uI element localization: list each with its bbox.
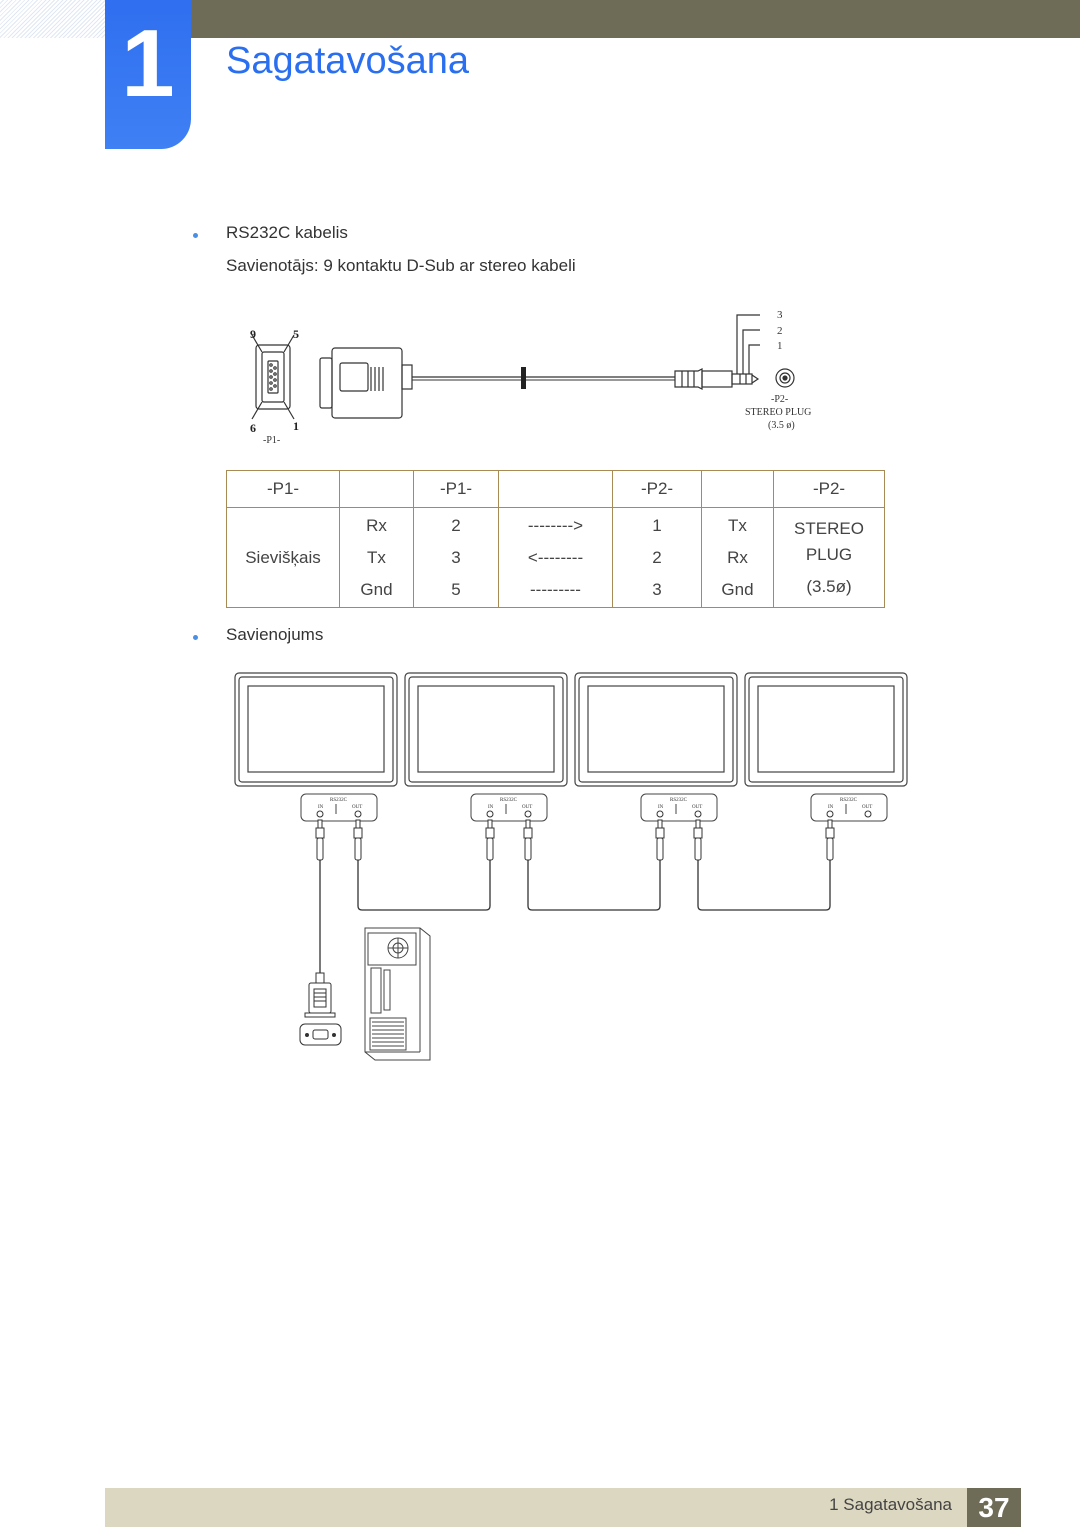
header-cell [701,470,774,508]
header-cell: -P1- [413,470,499,508]
table-cell: Tx [367,547,386,567]
table-cell: Tx [728,515,747,535]
header-hatch-pattern [0,0,105,38]
dsub-female-connector-icon [251,334,295,420]
plug-pin-1: 1 [777,340,783,352]
p2-signals: Tx Rx Gnd [701,507,774,608]
table-cell: <-------- [527,547,584,567]
stereo-plug-cell: STEREO PLUG (3.5ø) [773,507,885,608]
table-cell: PLUG [805,544,853,564]
section-rs232c-title: RS232C kabelis [226,223,348,242]
port-out-label: OUT [352,805,362,810]
port-in-label: IN [828,805,834,810]
dsub-connector-icon [304,972,336,1018]
port-title: RS232C [840,798,858,803]
dsub-pin-1: 1 [293,419,299,433]
port-in-label: IN [318,805,324,810]
p1-label: -P1- [263,435,280,446]
rs232c-port-panel: RS232C IN OUT [810,793,888,822]
dsub-plug-icon [319,347,413,419]
table-cell: (3.5ø) [806,576,852,596]
table-cell: Gnd [360,579,393,599]
connector-gender: Sievišķais [226,507,340,608]
connector-description: Savienotājs: 9 kontaktu D-Sub ar stereo … [226,256,576,275]
header-cell [498,470,613,508]
stereo-plug-size: (3.5 ø) [768,420,795,431]
dsub-pin-9: 9 [250,327,256,341]
dsub-pin-6: 6 [250,421,256,435]
table-cell: 2 [652,547,662,567]
port-title: RS232C [670,798,688,803]
connection-cables [319,860,831,975]
rs232c-port-panel: RS232C IN OUT [640,793,718,822]
table-header-row: -P1- -P1- -P2- -P2- [226,470,885,508]
header-cell [339,470,414,508]
monitor-icon [234,672,398,787]
table-cell: 1 [652,515,662,535]
daisy-chain-connection-diagram: RS232C IN OUT RS232C IN OUT RS232C IN OU… [234,672,908,1061]
table-cell: --------- [530,579,581,599]
table-cell: STEREO [794,518,864,538]
chapter-number: 1 [121,10,175,117]
monitor-icon [404,672,568,787]
port-out-label: OUT [522,805,532,810]
table-cell: 2 [451,515,461,535]
header-cell: -P2- [612,470,702,508]
chapter-title: Sagatavošana [226,40,469,82]
footer-bar [105,1488,967,1527]
chapter-number-box: 1 [105,0,191,149]
header-bar [190,0,1080,38]
port-title: RS232C [330,798,348,803]
rs232c-cable-diagram: 9 5 6 1 -P1- 3 2 1 -P2- STEREO PLUG (3.5… [250,309,811,446]
p2-pins: 1 2 3 [612,507,702,608]
footer-chapter-label: 1 Sagatavošana [829,1495,952,1514]
plug-pin-2: 2 [777,325,783,337]
p1-pins: 2 3 5 [413,507,499,608]
rs232c-port-panel: RS232C IN OUT [300,793,378,822]
p1-signals: Rx Tx Gnd [339,507,414,608]
dsub-pin-5: 5 [293,327,299,341]
signal-direction: --------> <-------- --------- [498,507,613,608]
bullet-icon [193,635,198,640]
header-cell: -P1- [226,470,340,508]
rs232c-port-panel: RS232C IN OUT [470,793,548,822]
plug-pin-3: 3 [777,309,783,321]
header-cell: -P2- [773,470,885,508]
table-cell: Rx [366,515,387,535]
section-connection-title: Savienojums [226,625,324,644]
stereo-plug-label: STEREO PLUG [745,407,811,418]
pc-serial-port-icon [299,1023,342,1046]
pin-mapping-table: -P1- -P1- -P2- -P2- Sievišķais Rx Tx Gnd… [226,470,885,608]
port-in-label: IN [488,805,494,810]
monitor-icon [574,672,738,787]
table-cell: 5 [451,579,461,599]
page-number: 37 [967,1488,1021,1527]
table-cell: 3 [652,579,662,599]
table-cell: Rx [727,547,748,567]
port-title: RS232C [500,798,518,803]
port-out-label: OUT [862,805,872,810]
port-in-label: IN [658,805,664,810]
monitor-icon [744,672,908,787]
stereo-jack-icon [315,819,835,861]
table-cell: 3 [451,547,461,567]
bullet-icon [193,233,198,238]
table-row: Sievišķais Rx Tx Gnd 2 3 5 --------> <--… [226,507,885,608]
table-cell: --------> [527,515,584,535]
cable-break-mark [521,367,526,389]
table-cell: Gnd [721,579,754,599]
pc-tower-icon [364,927,431,1061]
stereo-plug-icon [674,314,795,390]
port-out-label: OUT [692,805,702,810]
p2-label: -P2- [771,394,788,405]
